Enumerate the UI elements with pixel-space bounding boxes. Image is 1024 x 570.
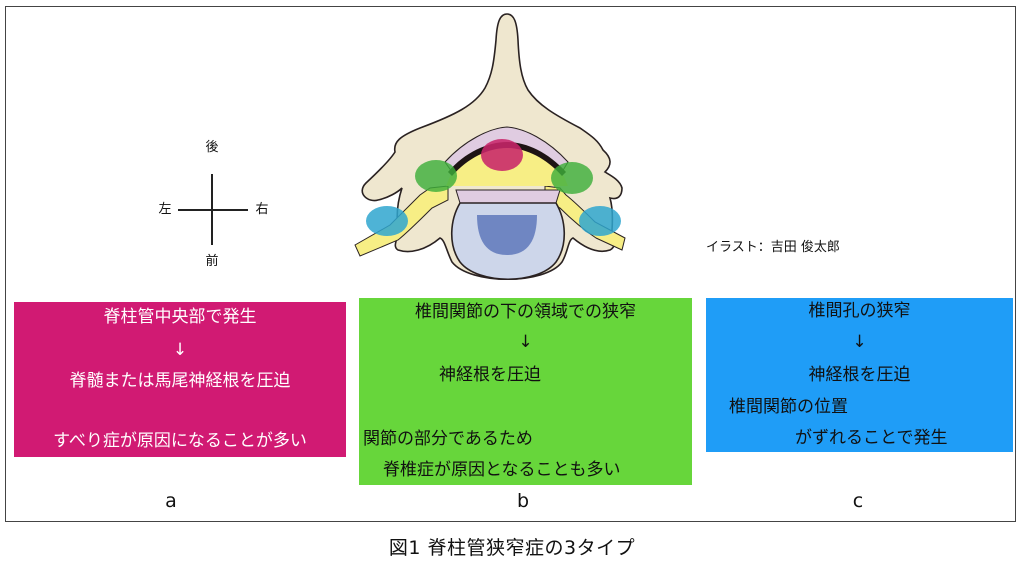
compass-label-posterior: 後 — [205, 140, 219, 155]
panel-b-arrow: ↓ — [518, 332, 533, 352]
region-b-right-marker — [551, 162, 593, 194]
panel-a-box: 脊柱管中央部で発生 ↓ 脊髄または馬尾神経根を圧迫 すべり症が原因になることが多… — [14, 302, 346, 457]
panel-b-line: 椎間関節の下の領域での狭窄 — [415, 302, 636, 322]
compass-label-left: 左 — [158, 202, 172, 217]
panel-c-line: 神経根を圧迫 — [808, 365, 911, 385]
region-c-right-marker — [579, 206, 621, 236]
region-c-left-marker — [366, 206, 408, 236]
panel-c-line: 椎間関節の位置 — [729, 397, 848, 417]
compass-horizontal-line — [178, 209, 248, 211]
panel-c-arrow: ↓ — [852, 332, 867, 352]
panel-a-arrow: ↓ — [172, 340, 188, 360]
panel-c-line: 椎間孔の狭窄 — [808, 301, 911, 321]
panel-b-line: 関節の部分であるため — [363, 429, 533, 449]
panel-b-line: 神経根を圧迫 — [439, 365, 541, 385]
region-a-marker — [481, 139, 523, 171]
compass-label-anterior: 前 — [205, 254, 219, 269]
figure-caption: 図1 脊柱管狭窄症の3タイプ — [388, 537, 636, 559]
panel-a-line: 脊髄または馬尾神経根を圧迫 — [69, 371, 291, 391]
compass-label-right: 右 — [255, 202, 269, 217]
panel-b-line: 脊椎症が原因となることも多い — [383, 460, 621, 480]
panel-b-box: 椎間関節の下の領域での狭窄 ↓ 神経根を圧迫 関節の部分であるため 脊椎症が原因… — [359, 298, 692, 485]
panel-c-label: c — [852, 490, 864, 512]
panel-a-line: すべり症が原因になることが多い — [53, 431, 307, 451]
panel-a-label: a — [165, 490, 177, 512]
panel-a-line: 脊柱管中央部で発生 — [103, 307, 257, 327]
region-b-left-marker — [415, 160, 457, 192]
panel-c-line: がずれることで発生 — [795, 428, 948, 448]
illustration-credit: イラスト：吉田 俊太郎 — [706, 240, 840, 255]
panel-b-label: b — [516, 490, 530, 512]
panel-c-box: 椎間孔の狭窄 ↓ 神経根を圧迫 椎間関節の位置 がずれることで発生 — [706, 298, 1013, 452]
vertebra-illustration — [354, 13, 626, 281]
